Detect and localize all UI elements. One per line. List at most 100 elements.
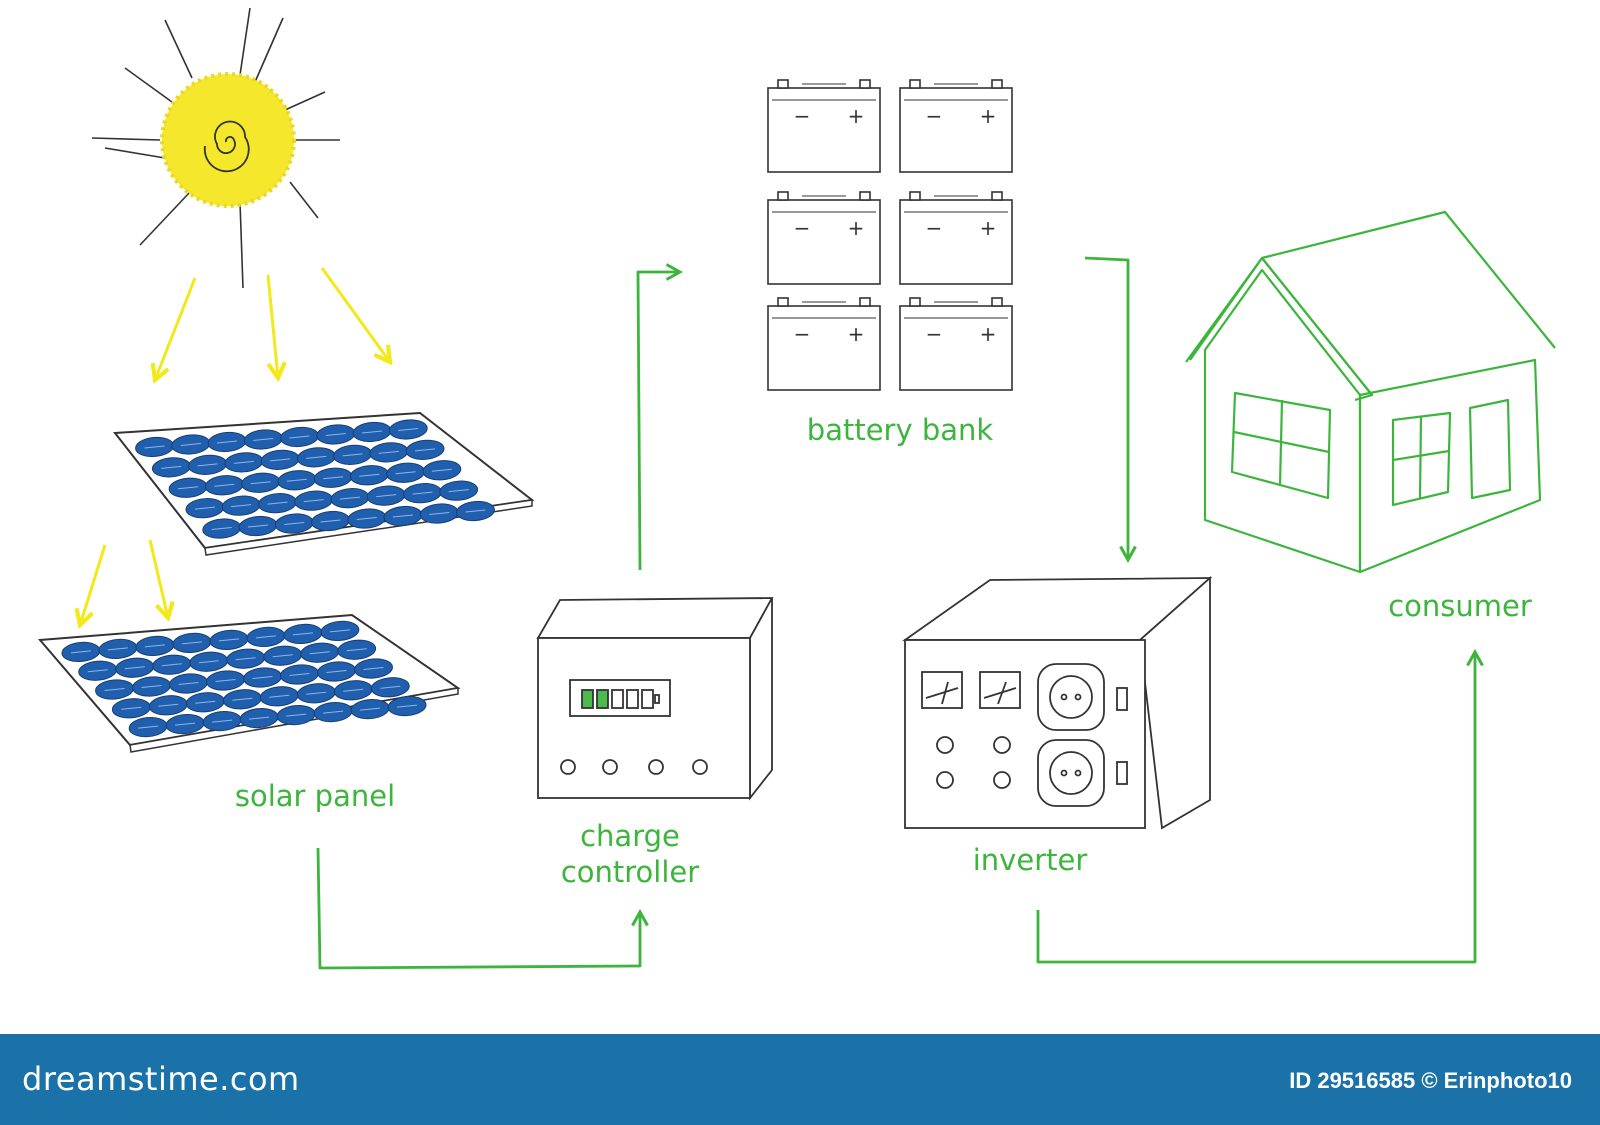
- solar-cell-shine: [356, 517, 377, 521]
- solar-cell-shine: [181, 641, 202, 645]
- solar-cell-shine: [412, 491, 433, 495]
- solar-cell-shine: [361, 430, 383, 434]
- battery-icon: −+: [899, 79, 1013, 173]
- solar-cell-shine: [138, 725, 159, 729]
- battery-icon: −+: [899, 191, 1013, 285]
- solar-cell-shine: [233, 460, 254, 464]
- solar-cell-shine: [415, 448, 436, 452]
- solar-panel-label: solar panel: [234, 779, 396, 813]
- battery-bank-group: −+−+−+−+−+−+: [767, 79, 1013, 391]
- solar-cell-shine: [320, 519, 341, 523]
- solar-cell-shine: [269, 694, 290, 698]
- solar-cell-shine: [87, 669, 108, 673]
- solar-cell-shine: [198, 660, 219, 664]
- solar-cell-shine: [197, 463, 218, 467]
- solar-cell-shine: [360, 707, 381, 711]
- battery-minus-label: −: [926, 104, 943, 128]
- solar-cell-shine: [232, 697, 253, 701]
- battery-plus-label: +: [980, 322, 997, 346]
- consumer-label: consumer: [1388, 589, 1532, 623]
- solar-cell-shine: [289, 435, 310, 439]
- solar-panel-upper: [113, 411, 535, 556]
- battery-minus-label: −: [794, 322, 811, 346]
- solar-cell-shine: [211, 527, 232, 531]
- solar-cell-shine: [429, 512, 450, 516]
- solar-cell-shine: [286, 713, 307, 717]
- solar-cell-shine: [141, 685, 162, 688]
- house-icon: [1185, 210, 1556, 574]
- battery-plus-label: +: [980, 104, 997, 128]
- charge-controller-device: [536, 597, 774, 801]
- battery-plus-label: +: [848, 104, 865, 128]
- charge-controller-label-line1: charge: [580, 819, 680, 853]
- solar-cell-shine: [161, 465, 182, 469]
- battery-plus-label: +: [848, 322, 865, 346]
- solar-cell-shine: [194, 506, 215, 510]
- watermark-footer: dreamstime.com ID 29516585 © Erinphoto10: [0, 1034, 1600, 1125]
- solar-cell-shine: [255, 635, 276, 639]
- solar-panel-lower: [37, 613, 461, 753]
- solar-cell-shine: [397, 704, 418, 708]
- solar-cell-shine: [378, 450, 399, 454]
- solar-cell-shine: [284, 522, 305, 526]
- solar-cell-shine: [398, 427, 419, 431]
- solar-cell-shine: [306, 455, 327, 459]
- solar-cell-shine: [180, 442, 201, 446]
- solar-cell-shine: [158, 703, 179, 707]
- solar-cell-shine: [289, 673, 310, 676]
- solar-cell-shine: [144, 644, 165, 648]
- solar-cell-shine: [270, 458, 291, 462]
- solar-cell-shine: [303, 499, 324, 503]
- battery-icon: −+: [899, 297, 1013, 391]
- solar-cell-shine: [323, 710, 344, 714]
- flow-arrow-controller-to-battery: [636, 272, 680, 571]
- solar-cell-shine: [178, 682, 199, 685]
- solar-cell-shine: [272, 654, 293, 658]
- solar-cell-shine: [267, 501, 288, 505]
- battery-level-indicator: [581, 689, 660, 709]
- solar-cell-shine: [346, 648, 367, 652]
- solar-cell-shine: [325, 432, 346, 436]
- battery-minus-label: −: [926, 322, 943, 346]
- solar-cell-shine: [363, 667, 384, 670]
- solar-cell-shine: [359, 473, 380, 477]
- solar-cell-shine: [124, 666, 145, 670]
- inverter-device: [902, 576, 1213, 830]
- footer-brand: dreamstime.com: [22, 1060, 300, 1098]
- solar-cell-shine: [249, 716, 270, 720]
- solar-cell-shine: [212, 719, 233, 723]
- charge-controller-label-line2: controller: [560, 855, 700, 889]
- solar-cell-shine: [104, 688, 125, 691]
- solar-cell-shine: [121, 706, 142, 710]
- solar-cell-shine: [326, 670, 347, 673]
- solar-cell-shine: [252, 676, 273, 679]
- solar-cell-shine: [431, 468, 452, 472]
- solar-cell-shine: [250, 481, 271, 485]
- inverter-label: inverter: [972, 843, 1088, 877]
- solar-cell-shine: [218, 638, 239, 642]
- solar-cell-shine: [329, 629, 350, 633]
- solar-cell-shine: [178, 486, 199, 490]
- solar-cell-shine: [144, 445, 165, 449]
- battery-icon: −+: [767, 191, 881, 285]
- solar-cell-shine: [323, 476, 344, 480]
- solar-cell-shine: [465, 509, 486, 513]
- solar-cell-shine: [231, 504, 252, 508]
- solar-cell-shine: [253, 437, 274, 441]
- solar-cell-shine: [380, 685, 401, 689]
- solar-cell-shine: [286, 478, 307, 482]
- battery-icon: −+: [767, 79, 881, 173]
- solar-cell-shine: [175, 722, 196, 726]
- solar-cell-shine: [342, 453, 363, 457]
- sun-icon: [91, 7, 340, 289]
- battery-icon: −+: [767, 297, 881, 391]
- solar-system-diagram: −+−+−+−+−+−+: [37, 7, 1556, 970]
- solar-cell-shine: [392, 514, 414, 518]
- solar-cell-shine: [306, 691, 327, 695]
- solar-cell-shine: [161, 663, 182, 667]
- flow-arrow-inverter-to-consumer: [1036, 652, 1475, 964]
- solar-cell-shine: [292, 632, 313, 636]
- flow-arrow-panel-to-controller: [316, 847, 640, 970]
- battery-bank-label: battery bank: [806, 413, 994, 447]
- charge-controller-label: charge controller: [520, 818, 740, 890]
